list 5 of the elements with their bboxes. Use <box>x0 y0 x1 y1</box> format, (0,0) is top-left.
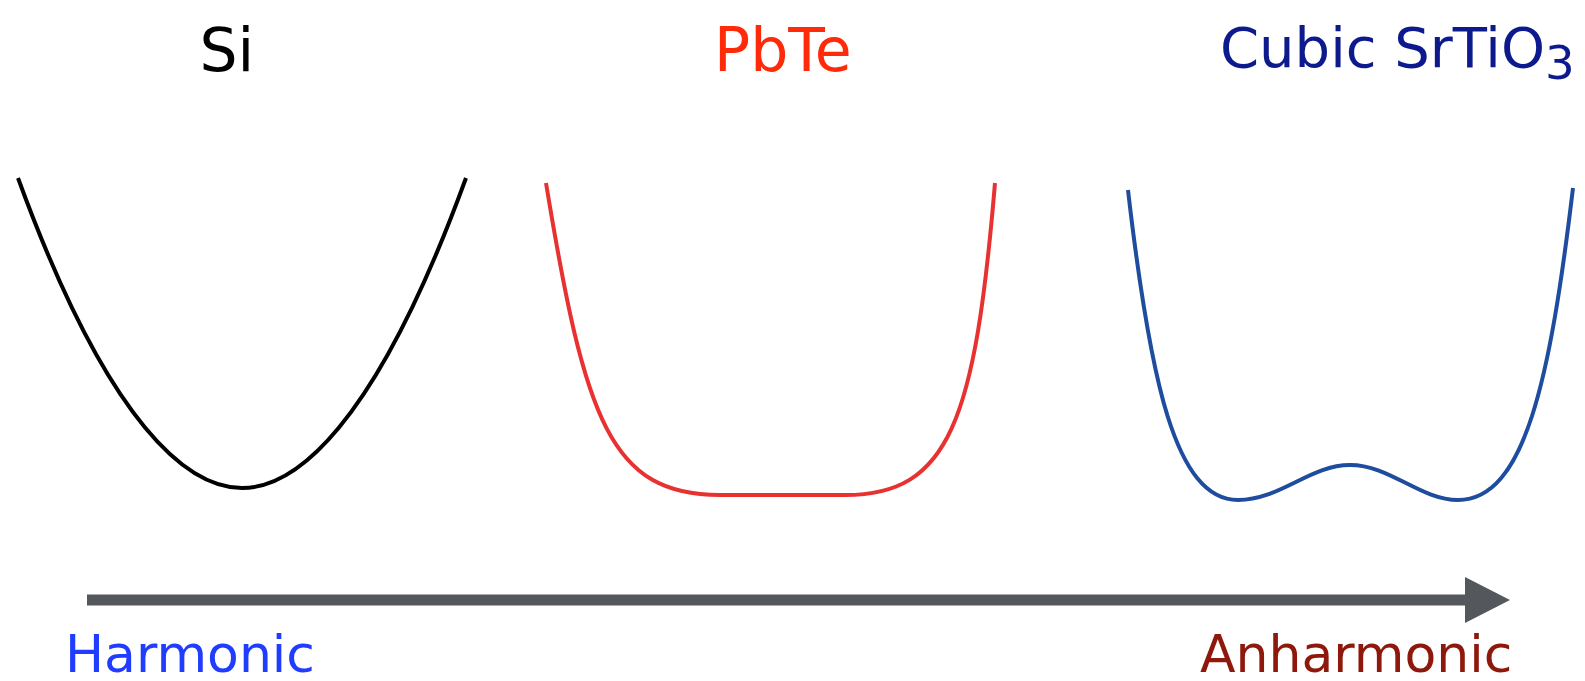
scale-end-label: Harmonic <box>65 628 315 680</box>
scale-end-label: Anharmonic <box>1200 628 1513 680</box>
material-label: Cubic SrTiO$_{3}$ <box>1220 20 1575 87</box>
material-label: Si <box>199 20 255 80</box>
material-label: PbTe <box>714 20 852 80</box>
